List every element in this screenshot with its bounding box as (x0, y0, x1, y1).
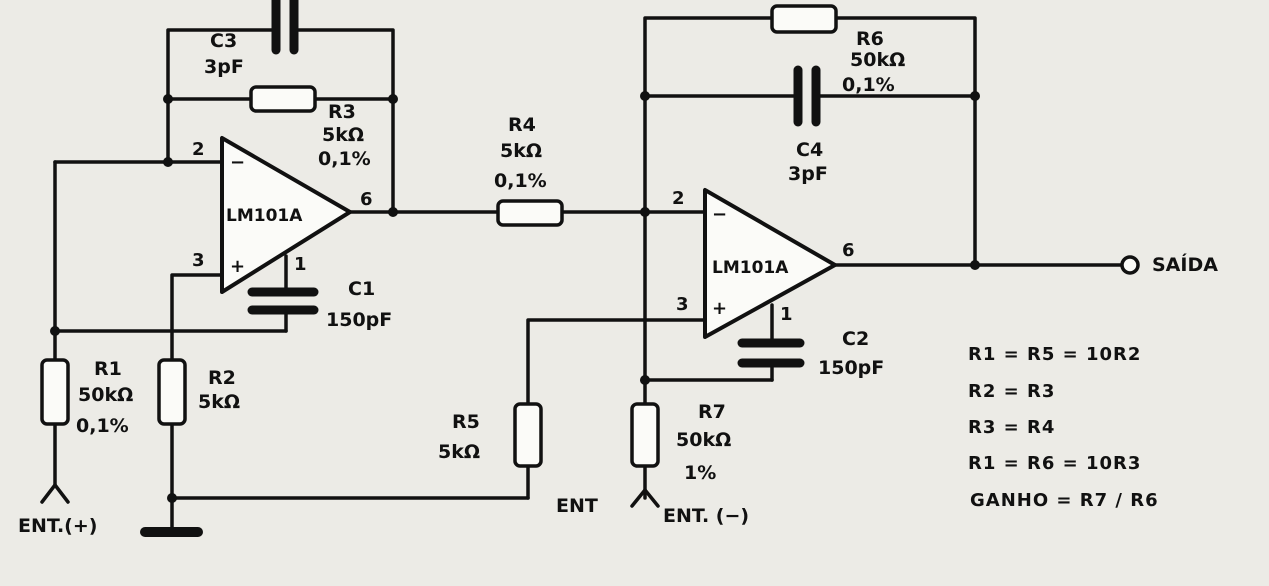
r2-name: R2 (208, 367, 236, 389)
r6-name: R6 (856, 28, 884, 50)
r3-value: 5kΩ (322, 124, 364, 146)
ic2-pin1-label: 1 (780, 304, 793, 325)
ic1-pin1-label: 1 (294, 254, 307, 275)
output-terminal-saida (1120, 255, 1140, 275)
r4-tolerance: 0,1% (494, 170, 547, 192)
opamp-ic1 (220, 136, 352, 294)
r4-name: R4 (508, 114, 536, 136)
ent-plus-label: ENT.(+) (18, 515, 97, 537)
equation-line: GANHO = R7 / R6 (970, 490, 1159, 511)
r6-value: 50kΩ (850, 49, 905, 71)
c3-name: C3 (210, 30, 237, 52)
ic1-part-label: LM101A (226, 206, 303, 226)
resistor-r2 (157, 358, 187, 426)
r1-name: R1 (94, 358, 122, 380)
saida-label: SAÍDA (1152, 253, 1218, 276)
ent-minus-label: ENT. (−) (663, 505, 749, 527)
r1-tolerance: 0,1% (76, 415, 129, 437)
capacitor-c3 (271, 0, 299, 55)
c4-value: 3pF (788, 163, 828, 185)
r3-tolerance: 0,1% (318, 148, 371, 170)
capacitor-c4 (793, 65, 821, 127)
r4-value: 5kΩ (500, 140, 542, 162)
resistor-r1 (40, 358, 70, 426)
resistor-r7 (630, 402, 660, 468)
capacitor-c1 (247, 287, 319, 315)
equation-line: R2 = R3 (968, 381, 1055, 402)
resistor-r3 (249, 85, 317, 113)
resistor-r6 (770, 4, 838, 34)
r6-tolerance: 0,1% (842, 74, 895, 96)
ent-label: ENT (556, 495, 598, 517)
r7-tolerance: 1% (684, 462, 716, 484)
resistor-r5 (513, 402, 543, 468)
ic1-noninv-sign: + (230, 256, 245, 277)
ic1-pin3-label: 3 (192, 250, 205, 271)
stage1-wires (53, 28, 707, 532)
capacitor-c2 (737, 338, 805, 368)
c1-name: C1 (348, 278, 375, 300)
ic2-noninv-sign: + (712, 298, 727, 319)
ic2-pin2-label: 2 (672, 188, 685, 209)
ic1-pin6-label: 6 (360, 189, 373, 210)
ic1-inv-sign: − (230, 152, 245, 173)
r2-value: 5kΩ (198, 391, 240, 413)
c3-value: 3pF (204, 56, 244, 78)
ic2-pin3-label: 3 (676, 294, 689, 315)
opamp-ic2 (703, 188, 837, 339)
r7-value: 50kΩ (676, 429, 731, 451)
input-arrow-ent-plus (40, 483, 70, 504)
r3-name: R3 (328, 101, 356, 123)
c4-name: C4 (796, 139, 823, 161)
ic2-inv-sign: − (712, 204, 727, 225)
junction-dots (50, 91, 980, 503)
ic2-part-label: LM101A (712, 258, 789, 278)
r7-name: R7 (698, 401, 726, 423)
r5-value: 5kΩ (438, 441, 480, 463)
equation-line: R3 = R4 (968, 417, 1055, 438)
r1-value: 50kΩ (78, 384, 133, 406)
r5-name: R5 (452, 411, 480, 433)
ic1-pin2-label: 2 (192, 139, 205, 160)
c2-name: C2 (842, 328, 869, 350)
ic2-pin6-label: 6 (842, 240, 855, 261)
input-arrow-ent-minus (630, 488, 660, 508)
equation-line: R1 = R5 = 10R2 (968, 344, 1141, 365)
equation-line: R1 = R6 = 10R3 (968, 453, 1141, 474)
resistor-r4 (496, 199, 564, 227)
design-equations: R1 = R5 = 10R2 R2 = R3 R3 = R4 R1 = R6 =… (968, 344, 1159, 511)
c1-value: 150pF (326, 309, 392, 331)
c2-value: 150pF (818, 357, 884, 379)
